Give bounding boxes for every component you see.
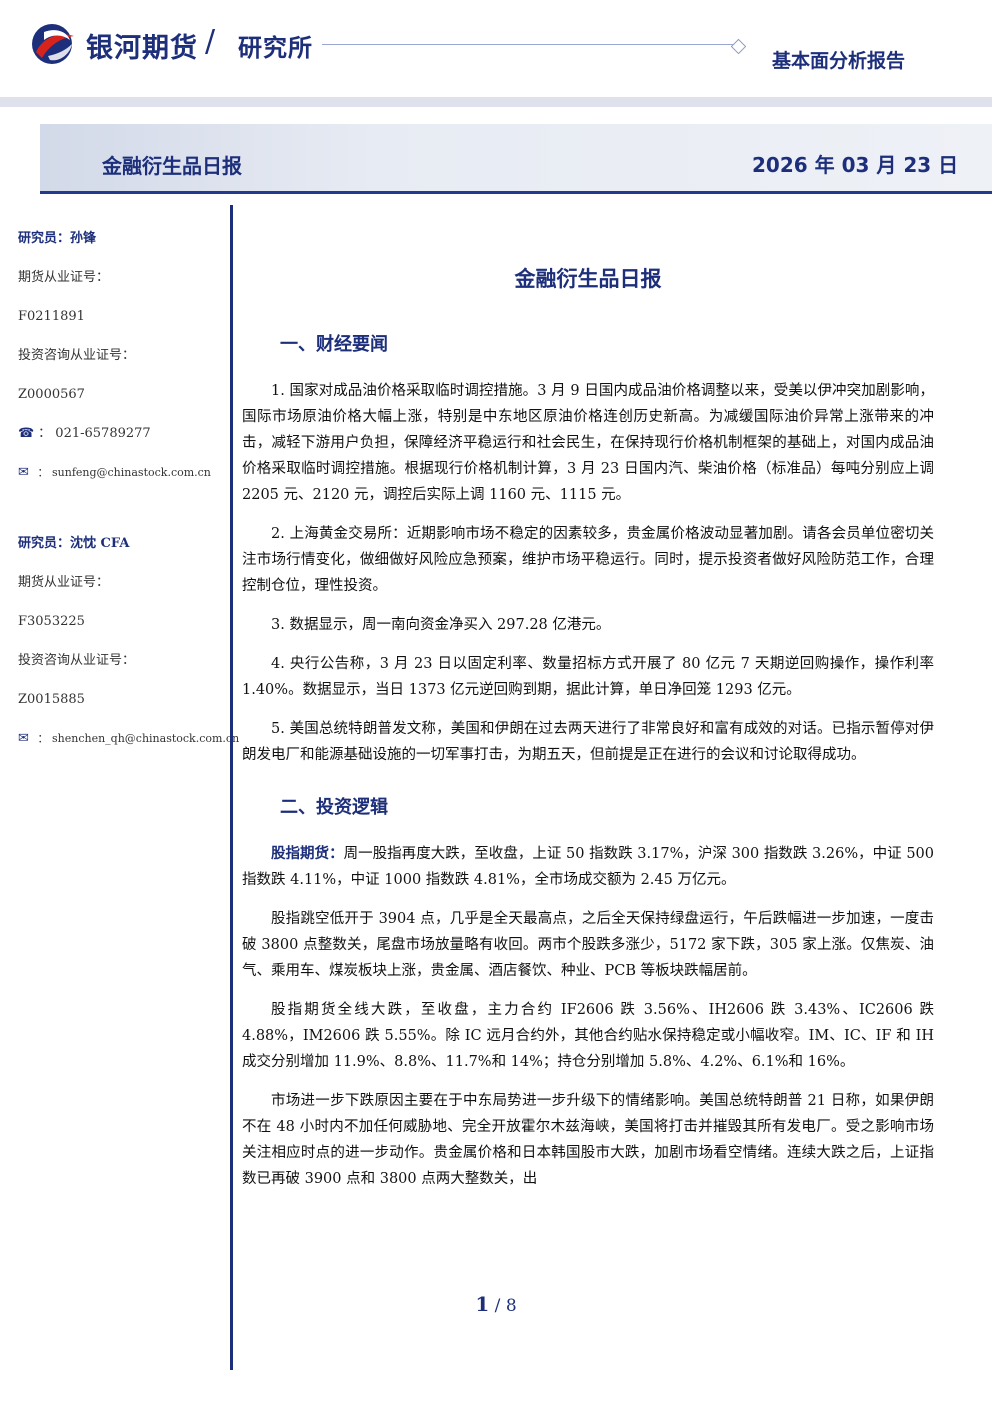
brand-name: 银河期货 [86,33,198,64]
analyst-email[interactable]: sunfeng@chinastock.com.cn [52,466,211,479]
logic-paragraph: 市场进一步下跌原因主要在于中东局势进一步升级下的情绪影响。美国总统特朗普 21 … [242,1093,934,1187]
email-separator: ： [37,732,49,745]
logic-paragraph: 股指期货全线大跌，至收盘，主力合约 IF2606 跌 3.56%、IH2606 … [242,1002,934,1070]
news-item: 3. 数据显示，周一南向资金净买入 297.28 亿港元。 [271,617,611,633]
analyst-spacer [18,499,228,531]
analyst-name: 研究员：沈忱 CFA [18,536,130,551]
analyst-name: 研究员：孙锋 [18,231,97,246]
news-item: 2. 上海黄金交易所：近期影响市场不稳定的因素较多，贵金属价格波动显著加剧。请各… [242,526,934,594]
header-decor-diamond [730,38,747,55]
email-icon: ✉ [18,731,29,746]
section-heading-logic: 二、投资逻辑 [280,797,388,818]
banner-underline [40,191,992,194]
report-body: 金融衍生品日报 一、财经要闻 1. 国家对成品油价格采取临时调控措施。3 月 9… [242,262,934,1205]
report-date: 2026 年 03 月 23 日 [752,153,959,177]
futures-cert-number: F0211891 [18,309,85,324]
futures-cert-label: 期货从业证号： [18,270,110,285]
news-item: 5. 美国总统特朗普发文称，美国和伊朗在过去两天进行了非常良好和富有成效的对话。… [242,721,934,763]
phone-icon: ☎ [18,426,35,441]
phone-separator: ： [38,426,52,441]
futures-cert-label: 期货从业证号： [18,575,110,590]
futures-cert-number: F3053225 [18,614,85,629]
document-title: 金融衍生品日报 [514,267,662,291]
header-band [0,97,992,107]
analyst-card: 研究员：孙锋 期货从业证号： F0211891 投资咨询从业证号： Z00005… [18,226,228,499]
total-pages: 8 [505,1296,517,1316]
consult-cert-label: 投资咨询从业证号： [18,348,136,363]
galaxy-logo-icon [32,24,74,64]
analyst-card: 研究员：沈忱 CFA 期货从业证号： F3053225 投资咨询从业证号： Z0… [18,531,239,765]
consult-cert-number: Z0000567 [18,387,85,402]
brand-divider: / [205,24,216,59]
analyst-email-row: ✉ ： sunfeng@chinastock.com.cn [18,460,228,499]
news-item: 1. 国家对成品油价格采取临时调控措施。3 月 9 日国内成品油价格调整以来，受… [242,383,934,503]
consult-cert-number: Z0015885 [18,692,85,707]
header-decor-line [322,44,734,45]
section-heading-news: 一、财经要闻 [280,334,388,355]
title-banner [40,124,992,192]
email-icon: ✉ [18,465,29,480]
analyst-info: 研究员：孙锋 期货从业证号： F0211891 投资咨询从业证号： Z00005… [18,226,239,765]
consult-cert-label: 投资咨询从业证号： [18,653,136,668]
page-number: 1 / 8 [0,1292,992,1316]
news-item: 4. 央行公告称，3 月 23 日以固定利率、数量招标方式开展了 80 亿元 7… [242,656,934,698]
logic-paragraph: 股指跳空低开于 3904 点，几乎是全天最高点，之后全天保持绿盘运行，午后跌幅进… [242,911,934,979]
page-separator: / [494,1296,501,1316]
current-page: 1 [475,1292,490,1316]
logic-lead-paragraph: 股指期货：周一股指再度大跌，至收盘，上证 50 指数跌 3.17%，沪深 300… [242,841,934,893]
analyst-phone: 021-65789277 [55,426,151,441]
report-type-label: 基本面分析报告 [772,50,906,72]
institute-name: 研究所 [238,34,313,62]
email-separator: ： [37,466,49,479]
analyst-phone-row: ☎ ： 021-65789277 [18,421,228,460]
column-divider [230,205,233,1370]
section-spacer [242,781,934,793]
analyst-email-row: ✉ ： shenchen_qh@chinastock.com.cn [18,726,239,765]
lead-label: 股指期货： [271,845,344,862]
lead-text: 周一股指再度大跌，至收盘，上证 50 指数跌 3.17%，沪深 300 指数跌 … [242,846,934,888]
analyst-email[interactable]: shenchen_qh@chinastock.com.cn [52,732,240,745]
banner-title: 金融衍生品日报 [102,154,242,178]
